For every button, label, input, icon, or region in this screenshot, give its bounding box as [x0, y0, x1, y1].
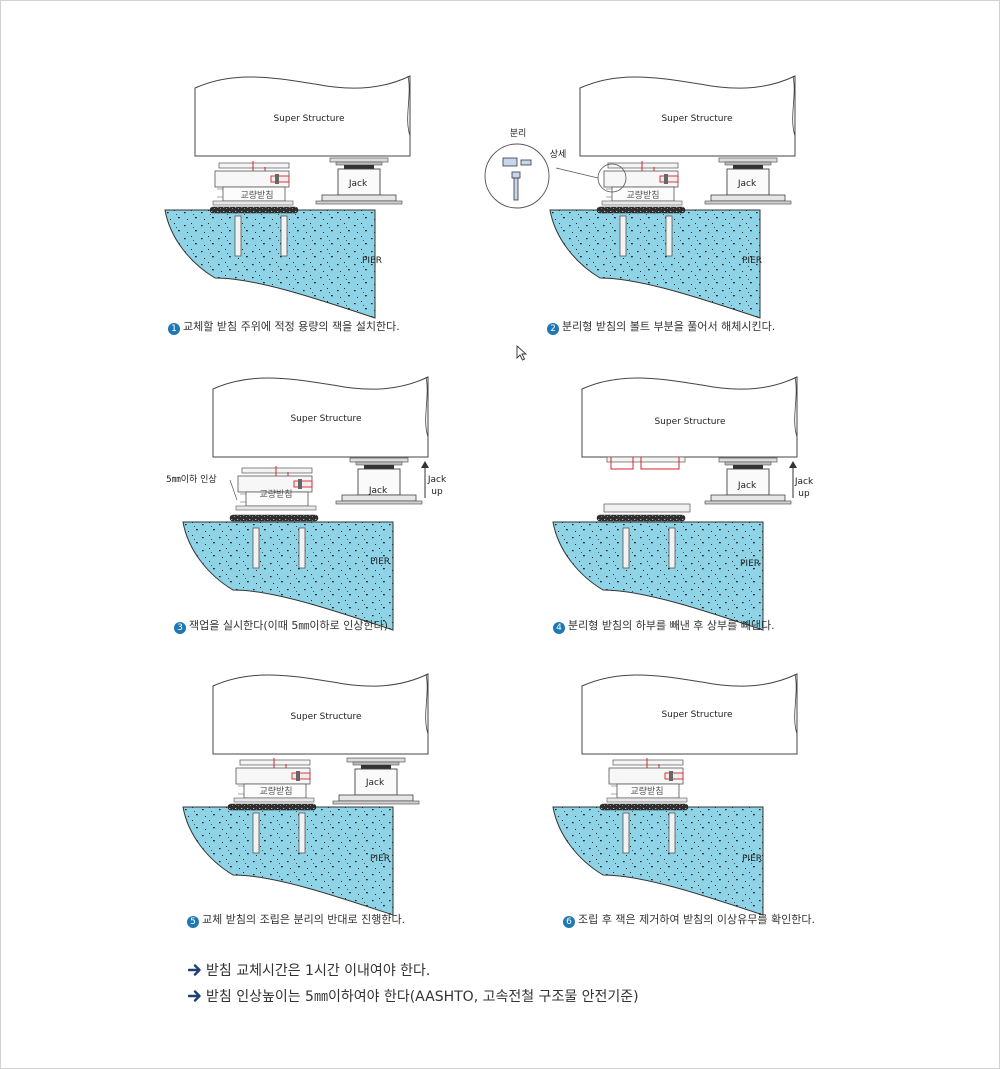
caption-text: 분리형 받침의 하부를 빼낸 후 상부를 빼낸다.: [568, 619, 775, 632]
pier-label-1: PIER: [362, 256, 382, 266]
bearing-label-6: 교량받침: [630, 785, 663, 797]
pier-label-3: PIER: [370, 557, 390, 567]
step-number-badge: 2: [547, 323, 559, 335]
superstructure-label-3: Super Structure: [290, 414, 362, 424]
superstructure-label-5: Super Structure: [290, 712, 362, 722]
bearing-label-2: 교량받침: [626, 189, 659, 201]
note-2: 받침 인상높이는 5㎜이하여야 한다(AASHTO, 고속전철 구조물 안전기준…: [188, 988, 639, 1006]
step-number-badge: 1: [168, 323, 180, 335]
superstructure-label-1: Super Structure: [273, 114, 345, 124]
bearing-label-1: 교량받침: [240, 189, 273, 201]
mouse-cursor-icon: [516, 345, 528, 361]
note-1: 받침 교체시간은 1시간 이내여야 한다.: [188, 962, 430, 980]
step-number-badge: 5: [187, 916, 199, 928]
caption-text: 조립 후 잭은 제거하여 받침의 이상유무를 확인한다.: [578, 913, 815, 926]
jack-label-1: Jack: [348, 179, 368, 189]
step-number-badge: 6: [563, 916, 575, 928]
note-text: 받침 교체시간은 1시간 이내여야 한다.: [206, 963, 431, 979]
pier-label-5: PIER: [370, 854, 390, 864]
jack-up-label-4b: up: [798, 489, 810, 499]
jack-label-3: Jack: [368, 486, 388, 496]
panel-step-2: [484, 75, 796, 319]
superstructure-label-6: Super Structure: [661, 710, 733, 720]
caption-text: 교체 받침의 조립은 분리의 반대로 진행한다.: [202, 913, 406, 926]
superstructure-label-2: Super Structure: [661, 114, 733, 124]
panel-step-4: [552, 376, 798, 631]
jack-up-label-3a: Jack: [427, 475, 447, 485]
jack-label-4: Jack: [737, 481, 757, 491]
pier-label-6: PIER: [742, 854, 762, 864]
jack-label-5: Jack: [365, 778, 385, 788]
arrow-right-icon: [188, 990, 201, 1002]
bearing-label-5: 교량받침: [259, 785, 292, 797]
jack-label-2: Jack: [737, 179, 757, 189]
step-number-badge: 4: [553, 622, 565, 634]
note-text: 받침 인상높이는 5㎜이하여야 한다(AASHTO, 고속전철 구조물 안전기준…: [206, 989, 639, 1005]
separation-label: 분리: [510, 128, 527, 139]
jack-up-label-4a: Jack: [794, 477, 814, 487]
pier-label-4: PIER: [740, 559, 760, 569]
detail-label: 상세: [550, 149, 567, 160]
panel-step-5: [182, 673, 429, 916]
bearing-label-3: 교량받침: [259, 488, 292, 500]
caption-text: 교체할 받침 주위에 적정 용량의 잭을 설치한다.: [183, 320, 400, 333]
caption-text: 잭업을 실시한다(이때 5㎜이하로 인상한다): [189, 619, 388, 632]
caption-text: 분리형 받침의 볼트 부분을 풀어서 해체시킨다.: [562, 320, 776, 333]
jack-up-label-3b: up: [431, 487, 443, 497]
lift-note-label: 5㎜이하 인상: [166, 474, 217, 485]
step-number-badge: 3: [174, 622, 186, 634]
arrow-right-icon: [188, 964, 201, 976]
pier-label-2: PIER: [742, 256, 762, 266]
panel-step-1: [164, 75, 411, 319]
panel-step-3: [182, 376, 429, 631]
superstructure-label-4: Super Structure: [654, 417, 726, 427]
